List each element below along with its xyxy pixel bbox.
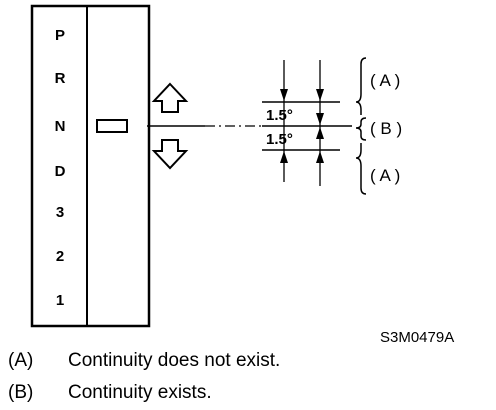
gear-label-p: P	[55, 27, 65, 44]
gear-label-2: 2	[56, 248, 64, 265]
legend-item-a: (A) Continuity does not exist.	[8, 350, 280, 372]
zone-label-top: ( A )	[370, 71, 400, 90]
arrowhead-icon	[316, 113, 324, 125]
position-indicator	[96, 119, 128, 133]
arrowhead-icon	[316, 151, 324, 163]
arrowhead-icon	[280, 151, 288, 163]
arrowhead-icon	[316, 89, 324, 101]
down-arrow-icon	[151, 139, 189, 170]
legend-item-b: (B) Continuity exists.	[8, 382, 212, 404]
legend-text: Continuity does not exist.	[68, 350, 281, 371]
zone-label-middle: ( B )	[370, 119, 402, 138]
zone-bracket-middle	[355, 117, 367, 141]
lower-angle-label: 1.5°	[266, 131, 293, 148]
gear-label-r: R	[55, 70, 66, 87]
gear-label-d: D	[55, 163, 66, 180]
selector-panel	[30, 4, 151, 328]
gear-label-1: 1	[56, 292, 64, 309]
figure-id: S3M0479A	[380, 329, 455, 346]
legend-key: (A)	[8, 350, 34, 371]
gear-label-n: N	[55, 118, 66, 135]
upper-angle-label: 1.5°	[266, 107, 293, 124]
legend-key: (B)	[8, 382, 34, 403]
zone-bracket-bottom	[355, 143, 367, 195]
legend-text: Continuity exists.	[68, 382, 212, 403]
arrowhead-icon	[280, 89, 288, 101]
gear-label-3: 3	[56, 204, 64, 221]
arrowhead-icon	[316, 127, 324, 139]
zone-bracket-top	[355, 57, 367, 115]
up-arrow-icon	[151, 82, 189, 113]
zone-label-bottom: ( A )	[370, 166, 400, 185]
